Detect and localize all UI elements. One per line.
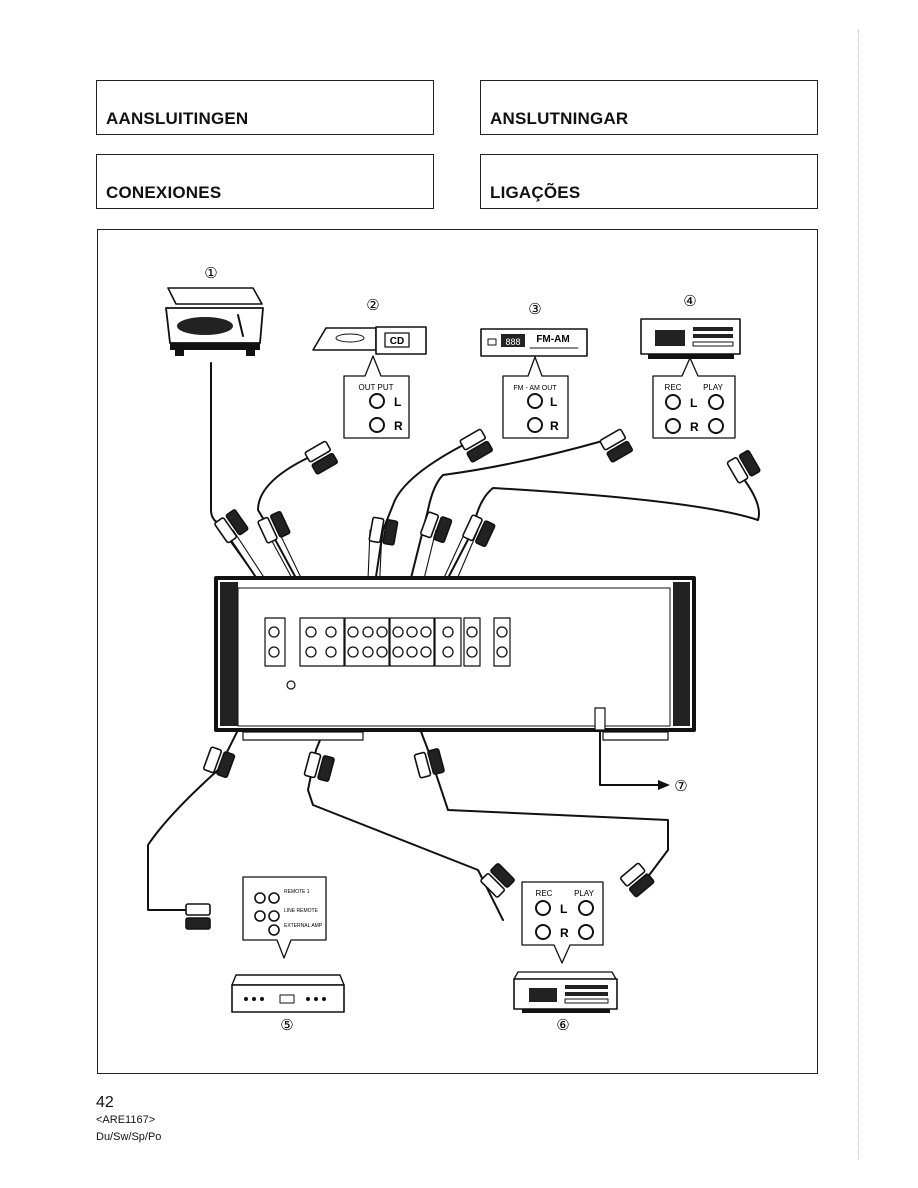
channel-label-l: L xyxy=(550,395,557,409)
cable-tape1-rec xyxy=(397,439,607,631)
margin-line xyxy=(858,30,859,1160)
plug-pair xyxy=(462,514,496,548)
tape1-jack-panel xyxy=(652,357,736,439)
plug-pair xyxy=(303,751,335,782)
cable-tape2-play xyxy=(389,649,669,891)
header-spanish-title: CONEXIONES xyxy=(106,183,222,202)
device-number-turntable: ① xyxy=(204,265,217,282)
turntable xyxy=(165,287,264,356)
header-portuguese: LIGAÇÕES xyxy=(480,154,818,209)
channel-label-l: L xyxy=(690,396,697,410)
tuner-output-label: FM - AM OUT xyxy=(513,385,557,392)
cable-tape1-play xyxy=(420,477,760,631)
cable-cd-player xyxy=(257,453,325,631)
cable-tuner xyxy=(367,439,474,631)
channel-label-l: L xyxy=(394,395,401,409)
power-amp-jack-label-1: REMOTE 1 xyxy=(284,889,310,895)
channel-label-l: L xyxy=(560,902,567,916)
cd-player xyxy=(312,326,427,355)
device-number-power-cord: ⑦ xyxy=(674,778,687,795)
power-amp xyxy=(231,974,345,1013)
device-number-cd-player: ② xyxy=(366,297,379,314)
header-dutch: AANSLUITINGEN xyxy=(96,80,434,135)
tape2-jack-panel xyxy=(521,881,604,964)
plug-pair xyxy=(368,516,399,546)
channel-label-r: R xyxy=(394,419,403,433)
tape1-play-label: PLAY xyxy=(703,383,724,392)
device-number-power-amp: ⑤ xyxy=(280,1017,293,1034)
header-dutch-title: AANSLUITINGEN xyxy=(106,109,249,128)
plug-pair xyxy=(420,511,453,544)
device-number-tape-deck-1: ④ xyxy=(683,293,696,310)
tape-deck-2 xyxy=(513,971,618,1013)
amplifier-rear-panel xyxy=(214,576,696,741)
cd-display: CD xyxy=(390,336,404,347)
tuner-output-panel xyxy=(502,356,569,439)
device-number-tuner: ③ xyxy=(528,301,541,318)
tape2-rec-label: REC xyxy=(536,889,553,898)
tuner-readout: 888 xyxy=(505,337,520,347)
power-amp-jack-panel xyxy=(242,876,327,959)
connection-diagram: ① CD ② 888 FM-AM ③ ④ OUT PUT L R xyxy=(147,265,761,1034)
connection-diagram-frame: ① CD ② 888 FM-AM ③ ④ OUT PUT L R xyxy=(97,229,818,1074)
tape-deck-1 xyxy=(640,318,741,359)
header-swedish: ANSLUTNINGAR xyxy=(480,80,818,135)
power-amp-jack-label-2: LINE REMOTE xyxy=(284,908,319,914)
plug-pair xyxy=(480,863,515,898)
plugs xyxy=(185,428,761,930)
page-number: 42 xyxy=(96,1094,114,1111)
header-spanish: CONEXIONES xyxy=(96,154,434,209)
arrow-icon xyxy=(658,780,670,790)
cd-output-panel xyxy=(343,355,410,439)
plug-pair xyxy=(726,450,761,484)
tuner xyxy=(480,328,588,357)
cd-output-label: OUT PUT xyxy=(359,383,394,392)
languages: Du/Sw/Sp/Po xyxy=(96,1131,162,1143)
header-portuguese-title: LIGAÇÕES xyxy=(490,183,581,202)
channel-label-r: R xyxy=(560,926,569,940)
plug-pair xyxy=(304,440,338,475)
plug-pair xyxy=(599,428,633,463)
device-number-tape-deck-2: ⑥ xyxy=(556,1017,569,1034)
tuner-display: FM-AM xyxy=(536,334,569,345)
cable-power-cord xyxy=(599,709,659,786)
document-code: <ARE1167> xyxy=(96,1114,156,1126)
channel-label-r: R xyxy=(550,419,559,433)
plug-pair xyxy=(413,748,445,779)
tape2-play-label: PLAY xyxy=(574,889,595,898)
header-swedish-title: ANSLUTNINGAR xyxy=(490,109,629,128)
power-amp-jack-label-3: EXTERNAL AMP xyxy=(284,923,323,929)
plug-pair xyxy=(214,509,249,544)
plug-pair xyxy=(459,428,493,463)
plug-pair xyxy=(257,510,291,544)
tape1-rec-label: REC xyxy=(665,383,682,392)
plug-pair xyxy=(619,862,655,898)
channel-label-r: R xyxy=(690,420,699,434)
plug-pair xyxy=(185,903,211,930)
plug-pair xyxy=(203,746,236,779)
